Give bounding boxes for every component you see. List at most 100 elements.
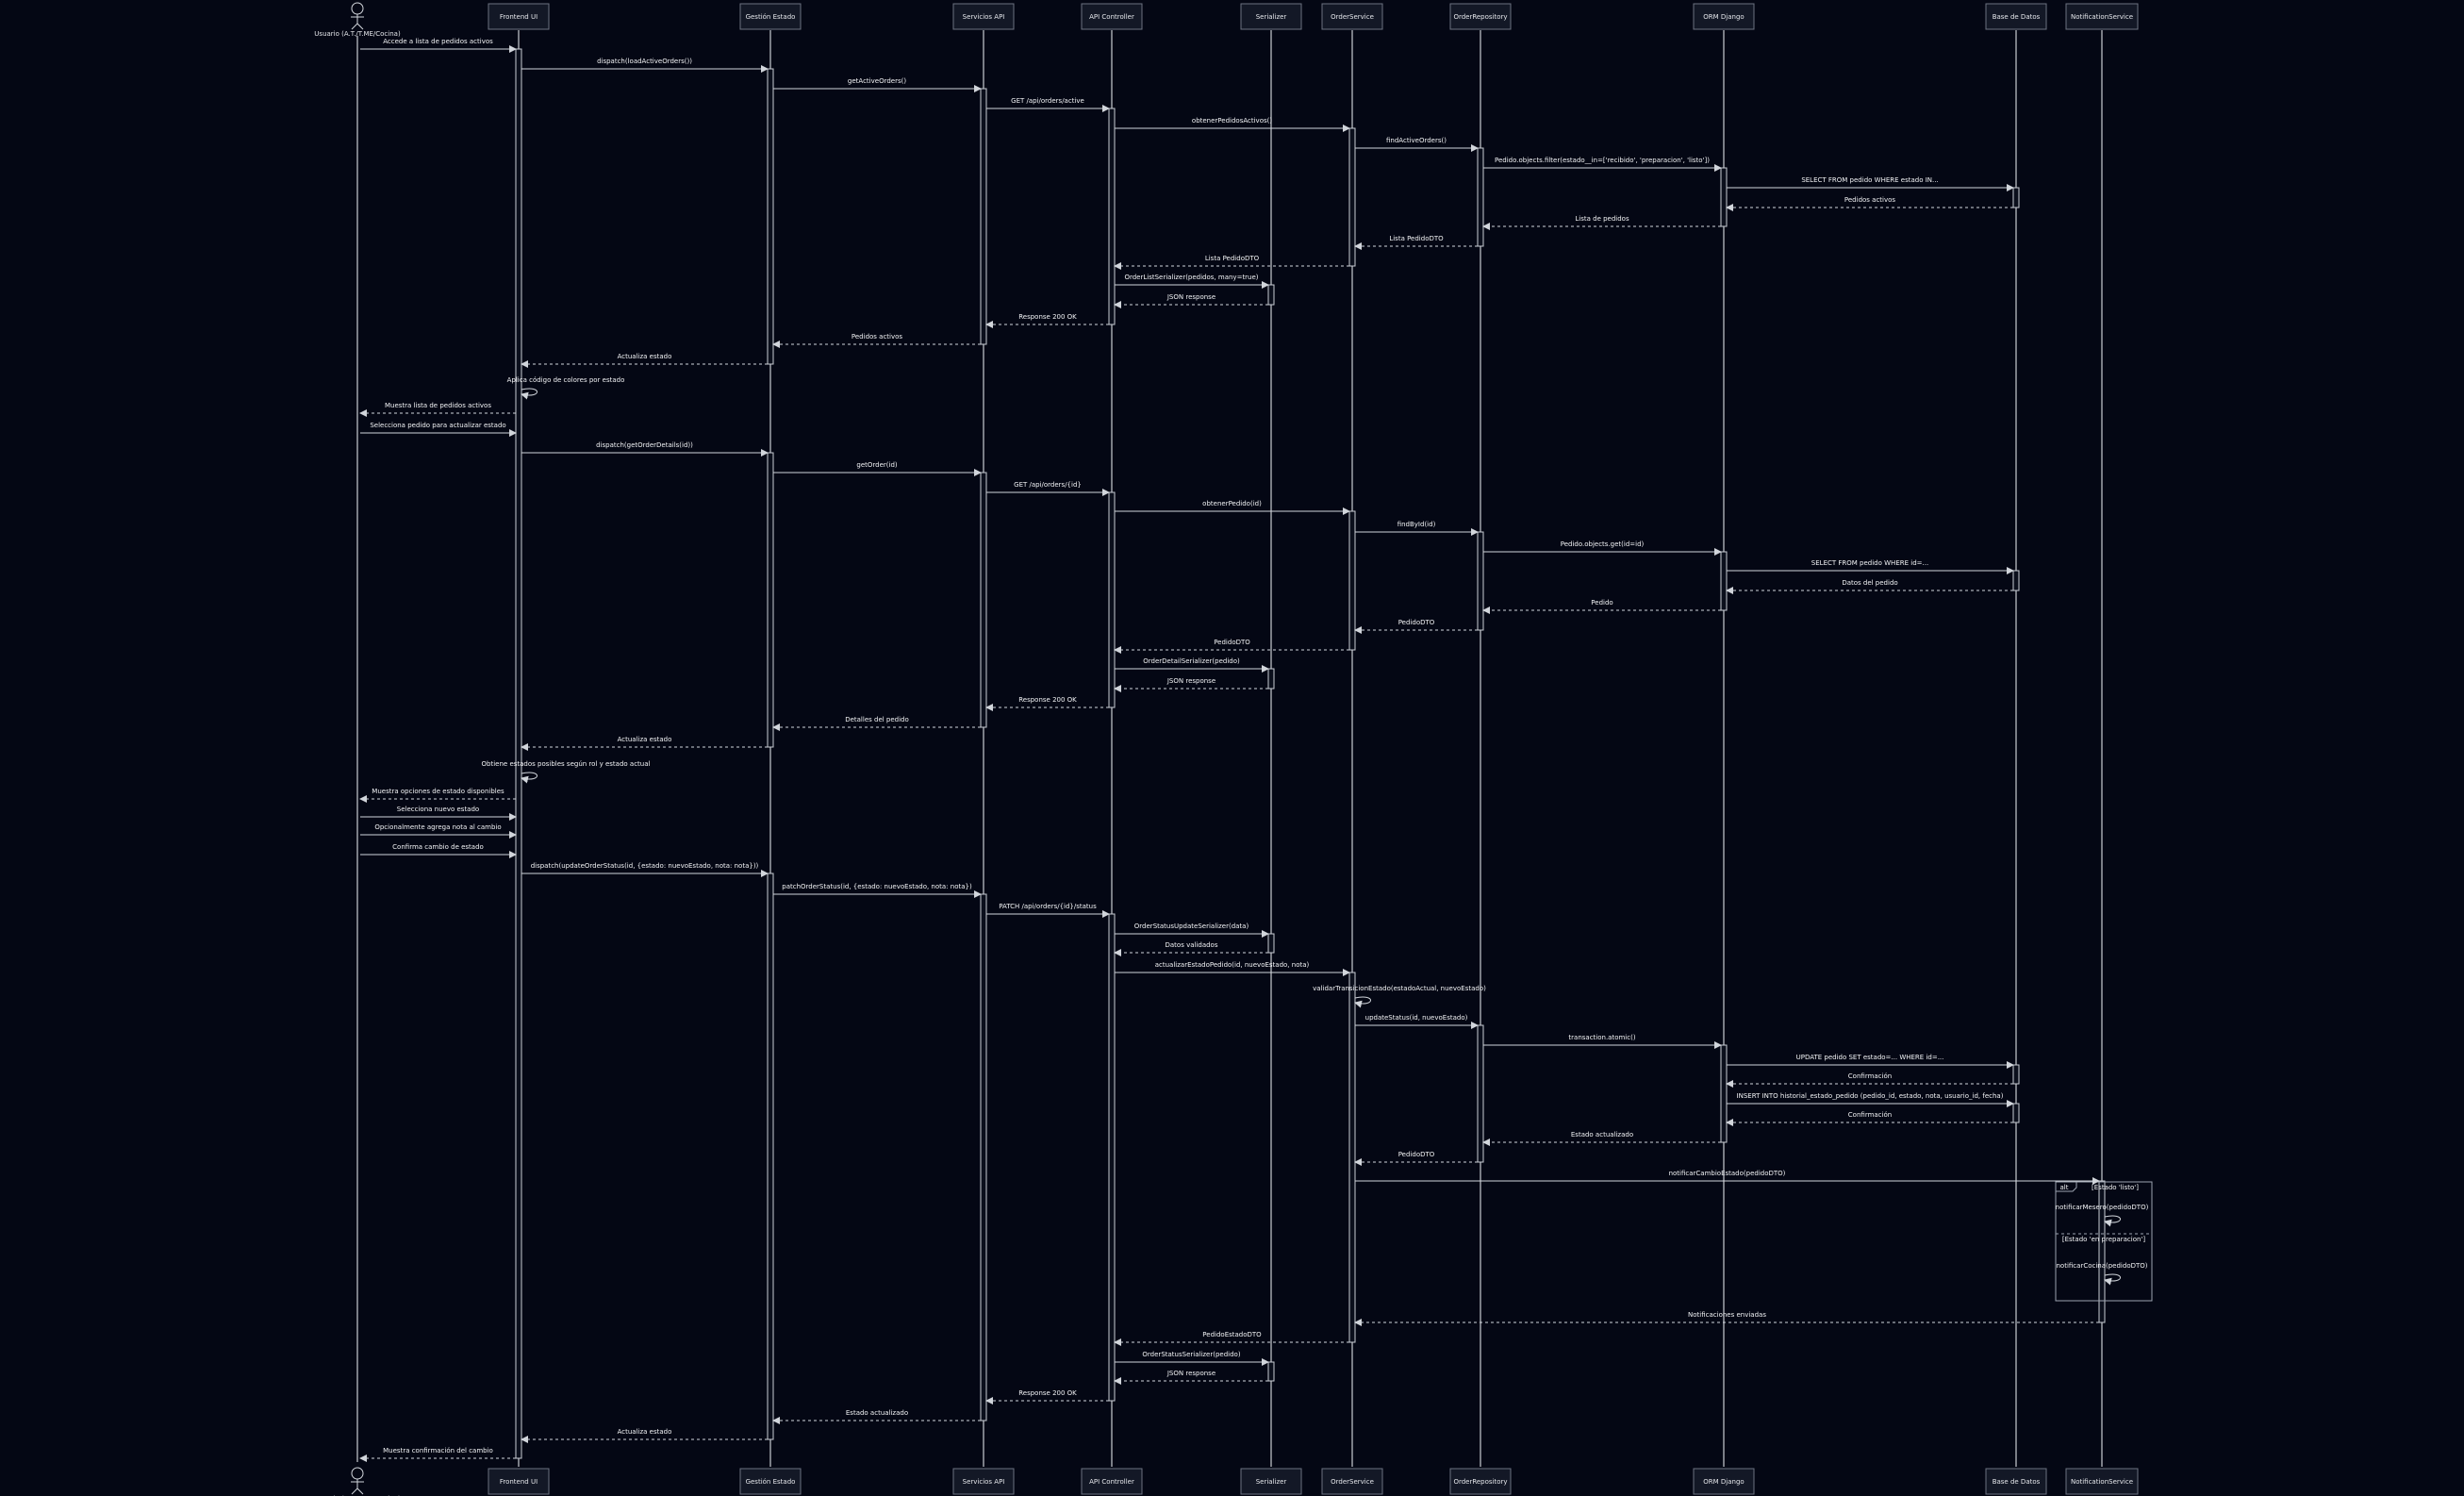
message-18: Muestra lista de pedidos activos [359,402,516,417]
message-label: notificarCocina(pedidoDTO) [2056,1262,2147,1270]
message-1: dispatch(loadActiveOrders()) [521,58,769,73]
activation-bar [767,873,774,1440]
message-13: JSON response [1114,293,1268,308]
message-49: transaction.atomic() [1483,1034,1722,1049]
message-7: SELECT FROM pedido WHERE estado IN... [1727,176,2014,191]
message-label: OrderStatusUpdateSerializer(data) [1134,923,1249,930]
participant-box-orm-bottom [1693,1468,1755,1495]
message-40: Confirma cambio de estado [360,843,517,858]
activation-bar [767,68,774,365]
activation-bar [1108,108,1116,325]
message-15: Pedidos activos [772,333,981,348]
message-label: UPDATE pedido SET estado=... WHERE id=..… [1796,1054,1944,1061]
activation-bar [767,452,774,748]
message-5: findActiveOrders() [1355,137,1479,152]
message-16: Actualiza estado [521,353,768,368]
message-14: Response 200 OK [985,313,1109,328]
message-3: GET /api/orders/active [986,97,1110,112]
participant-label: API Controller [1089,1478,1134,1486]
participant-box-os-top [1321,3,1383,30]
message-26: SELECT FROM pedido WHERE id=... [1727,559,2014,574]
self-message-arrow [2104,1215,2121,1227]
message-41: dispatch(updateOrderStatus(id, {estado: … [521,862,769,877]
message-label: Datos del pedido [1842,579,1897,587]
participant-box-or-top [1449,3,1512,30]
alt-fragment-tab [2055,1181,2077,1192]
self-message-arrow [1354,996,1371,1008]
activation-bar [1108,491,1116,708]
message-35: Actualiza estado [521,736,768,751]
message-21: getOrder(id) [773,461,982,476]
message-label: Response 200 OK [1018,313,1077,321]
activation-bar [1108,913,1116,1402]
message-29: PedidoDTO [1354,619,1478,634]
message-61: OrderStatusSerializer(pedido) [1115,1351,1269,1366]
activation-bar [1477,531,1484,631]
message-label: PedidoDTO [1214,639,1250,646]
message-23: obtenerPedido(id) [1115,500,1350,515]
activation-bar [1720,1044,1728,1143]
participant-box-ser-bottom [1240,1468,1302,1495]
message-label: dispatch(updateOrderStatus(id, {estado: … [531,862,759,870]
message-25: Pedido.objects.get(id=id) [1483,540,1722,556]
participant-label: OrderService [1331,13,1374,21]
participant-label: OrderRepository [1453,13,1507,21]
message-28: Pedido [1482,599,1721,614]
message-label: Actualiza estado [618,353,672,360]
message-64: Estado actualizado [772,1409,981,1424]
message-label: notificarCambioEstado(pedidoDTO) [1669,1170,1786,1177]
message-label: JSON response [1166,1370,1215,1377]
message-63: Response 200 OK [985,1389,1109,1405]
message-label: Lista PedidoDTO [1389,235,1444,242]
activation-bar [2012,570,2020,591]
message-46: actualizarEstadoPedido(id, nuevoEstado, … [1115,961,1350,976]
message-11: Lista PedidoDTO [1114,255,1349,270]
message-27: Datos del pedido [1726,579,2013,594]
message-label: obtenerPedidosActivos() [1192,117,1272,125]
message-57: notificarMesero(pedidoDTO) [2056,1204,2149,1227]
message-label: Obtiene estados posibles según rol y est… [482,760,651,768]
message-44: OrderStatusUpdateSerializer(data) [1115,923,1269,938]
message-label: Muestra opciones de estado disponibles [372,788,504,795]
message-label: getOrder(id) [856,461,898,469]
message-label: Aplica código de colores por estado [507,376,625,384]
message-6: Pedido.objects.filter(estado__in=['recib… [1483,157,1722,172]
message-label: obtenerPedido(id) [1202,500,1262,507]
message-38: Selecciona nuevo estado [360,806,517,821]
activation-bar [1348,972,1356,1343]
participant-label: Servicios API [963,13,1005,21]
participant-label: NotificationService [2071,1478,2133,1486]
message-label: actualizarEstadoPedido(id, nuevoEstado, … [1155,961,1310,969]
activation-bar [1348,510,1356,651]
message-label: Detalles del pedido [845,716,909,723]
activation-bar [2012,1103,2020,1123]
message-45: Datos validados [1114,941,1268,956]
message-47: validarTransicionEstado(estadoActual, nu… [1313,985,1486,1008]
message-label: PedidoDTO [1398,619,1435,626]
message-label: Pedido.objects.get(id=id) [1561,540,1645,548]
activation-bar [1267,284,1275,306]
participant-label: Frontend UI [500,1478,537,1486]
self-message-arrow [521,772,537,784]
participant-box-ser-top [1240,3,1302,30]
alt-fragment-kind: alt [2060,1184,2069,1191]
participant-box-or-bottom [1449,1468,1512,1495]
activation-bar [515,48,522,1459]
participant-label: Usuario (A.T./T.ME/Cocina) [314,30,401,38]
self-message-arrow [2104,1273,2121,1286]
message-42: patchOrderStatus(id, {estado: nuevoEstad… [773,883,982,898]
message-label: GET /api/orders/{id} [1014,481,1082,489]
participant-box-fe-bottom [488,1468,550,1495]
participant-label: Base de Datos [1993,13,2041,21]
activation-bar [1477,147,1484,247]
participant-label: Gestión Estado [746,1478,796,1486]
message-label: notificarMesero(pedidoDTO) [2056,1204,2149,1211]
message-label: findById(id) [1397,521,1436,528]
message-label: Pedido [1591,599,1612,607]
participant-label: Frontend UI [500,13,537,21]
participant-box-ns-bottom [2065,1468,2139,1495]
message-label: Actualiza estado [618,1428,672,1436]
message-2: getActiveOrders() [773,77,982,92]
alt-condition: [Estado 'listo'] [2092,1184,2139,1191]
message-label: patchOrderStatus(id, {estado: nuevoEstad… [782,883,972,890]
